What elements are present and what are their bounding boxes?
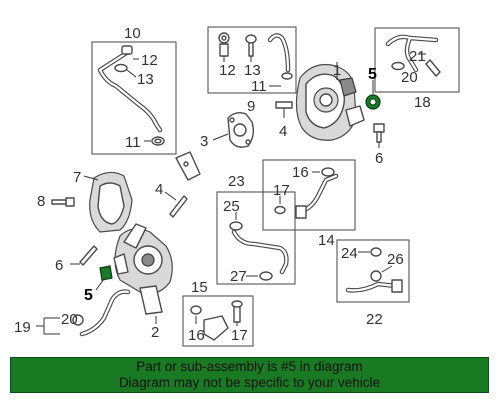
turbocharger bbox=[295, 62, 365, 141]
info-banner: Part or sub-assembly is #5 in diagram Di… bbox=[10, 357, 489, 393]
callout-12: 12 bbox=[219, 62, 236, 79]
callout-20: 20 bbox=[61, 311, 78, 328]
banner-line-1: Part or sub-assembly is #5 in diagram bbox=[136, 359, 363, 374]
callout-8: 8 bbox=[37, 193, 45, 210]
callout-14: 14 bbox=[318, 232, 335, 249]
callout-11: 11 bbox=[251, 78, 267, 95]
callout-5: 5 bbox=[368, 66, 377, 83]
callout-13: 13 bbox=[244, 62, 261, 79]
callout-4: 4 bbox=[155, 181, 163, 198]
group-23-box bbox=[216, 191, 296, 285]
callout-11: 11 bbox=[125, 134, 141, 151]
part-6-stud-lower bbox=[70, 245, 98, 266]
part-7-heat-shield bbox=[83, 171, 133, 233]
callout-23: 23 bbox=[228, 173, 245, 190]
exhaust-manifold-turbo bbox=[113, 223, 173, 315]
callout-7: 7 bbox=[73, 169, 81, 186]
callout-26: 26 bbox=[387, 251, 404, 268]
callout-27: 27 bbox=[230, 268, 247, 285]
part-4-stud-upper bbox=[275, 101, 293, 118]
banner-line-2: Diagram may not be specific to your vehi… bbox=[118, 375, 381, 390]
callout-16: 16 bbox=[188, 327, 205, 344]
group-18-box bbox=[374, 27, 460, 93]
group-9-box bbox=[207, 26, 297, 94]
callout-16: 16 bbox=[292, 164, 309, 181]
callout-25: 25 bbox=[223, 198, 240, 215]
callout-1: 1 bbox=[333, 62, 341, 79]
callout-3: 3 bbox=[200, 133, 208, 150]
callout-19: 19 bbox=[14, 319, 31, 336]
callout-20: 20 bbox=[401, 69, 418, 86]
callout-18: 18 bbox=[414, 94, 431, 111]
part-5-lower-seal[interactable] bbox=[95, 265, 113, 291]
part-8-bolt bbox=[51, 197, 75, 207]
part-19-tube bbox=[36, 289, 131, 337]
callout-21: 21 bbox=[409, 48, 426, 65]
part-4-stud-lower bbox=[164, 191, 188, 218]
part-5-upper-seal[interactable] bbox=[365, 80, 381, 110]
part-6-bolt-upper bbox=[373, 123, 385, 148]
group-22-box bbox=[336, 239, 410, 303]
callout-13: 13 bbox=[137, 71, 154, 88]
callout-5: 5 bbox=[84, 287, 93, 304]
callout-6: 6 bbox=[55, 257, 63, 274]
callout-17: 17 bbox=[273, 182, 290, 199]
callout-6: 6 bbox=[375, 150, 383, 167]
callout-17: 17 bbox=[231, 327, 248, 344]
callout-10: 10 bbox=[124, 25, 141, 42]
callout-2: 2 bbox=[151, 324, 159, 341]
group-14-box bbox=[262, 159, 356, 231]
callout-22: 22 bbox=[366, 311, 383, 328]
callout-24: 24 bbox=[341, 245, 358, 262]
part-3-gasket bbox=[212, 111, 255, 148]
group-15-box bbox=[182, 295, 254, 347]
callout-9: 9 bbox=[247, 98, 255, 115]
callout-15: 15 bbox=[191, 279, 208, 296]
group-10-box bbox=[91, 41, 177, 155]
heat-shield-plate bbox=[175, 151, 201, 181]
callout-12: 12 bbox=[141, 52, 158, 69]
callout-labels: 10 12 13 11 12 13 11 9 1 5 21 20 18 4 3 … bbox=[14, 25, 431, 344]
callout-4: 4 bbox=[279, 123, 287, 140]
